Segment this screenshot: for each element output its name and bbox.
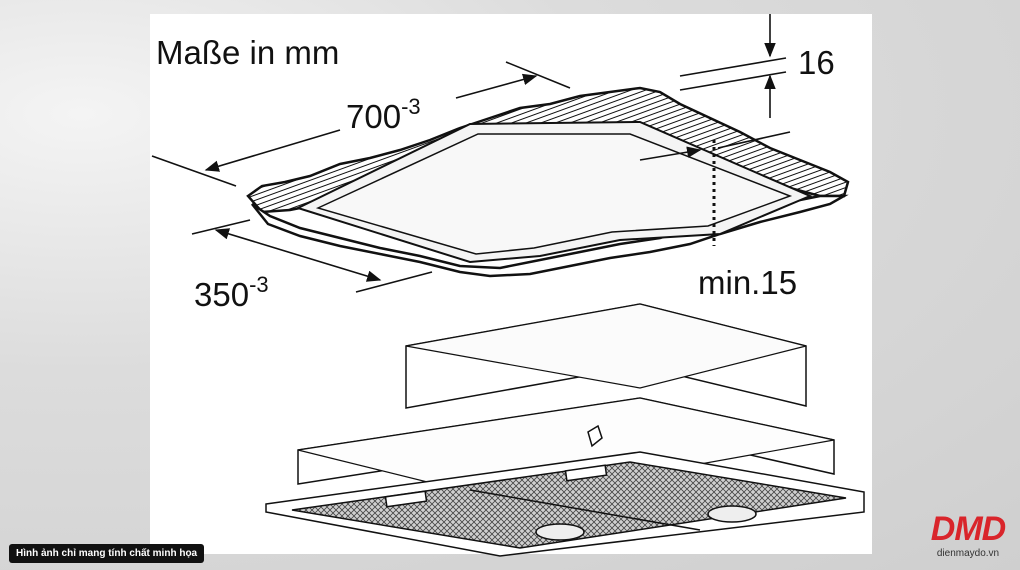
depth-extension-left (191, 219, 251, 235)
hood-switch (587, 424, 603, 448)
hood-light-right (707, 505, 757, 523)
depth-extension-right (355, 271, 433, 293)
hood-light-left (535, 523, 585, 541)
brand-watermark: DMD dienmaydo.vn (922, 512, 1014, 559)
filter-handle-right (564, 464, 608, 482)
hood-motor-top (405, 303, 807, 389)
svg-text:700-3: 700-3 (346, 94, 421, 135)
thickness-label: 16 (798, 44, 835, 81)
width-extension-left (151, 155, 237, 187)
grease-filter (291, 461, 847, 549)
cutout-inner (315, 133, 793, 255)
depth-tolerance: -3 (249, 272, 269, 297)
dimension-text: Maße in mm 700-3 350-3 16 min.15 (156, 34, 835, 313)
hood-unit (265, 303, 865, 557)
brand-url: dienmaydo.vn (936, 548, 1000, 559)
width-label: 700 (346, 98, 401, 135)
illustration-caption: Hình ảnh chỉ mang tính chất minh họa (9, 544, 205, 563)
width-arrow-left (204, 129, 341, 172)
dimension-lines (151, 14, 791, 293)
units-label: Maße in mm (156, 34, 339, 71)
ceiling-underside (251, 194, 849, 278)
depth-label: 350 (194, 276, 249, 313)
thickness-top-line (679, 57, 787, 77)
ceiling-cutout (246, 86, 850, 278)
svg-text:350-3: 350-3 (194, 272, 269, 313)
min-extension (717, 131, 791, 149)
brand-logo: DMD (930, 510, 1006, 548)
width-extension-right (505, 61, 571, 89)
width-arrow-right (455, 73, 538, 99)
min-arrow (639, 146, 702, 161)
width-tolerance: -3 (401, 94, 421, 119)
filter-handle-left (384, 490, 428, 508)
min-label: min.15 (698, 264, 797, 301)
depth-arrow (214, 228, 382, 282)
